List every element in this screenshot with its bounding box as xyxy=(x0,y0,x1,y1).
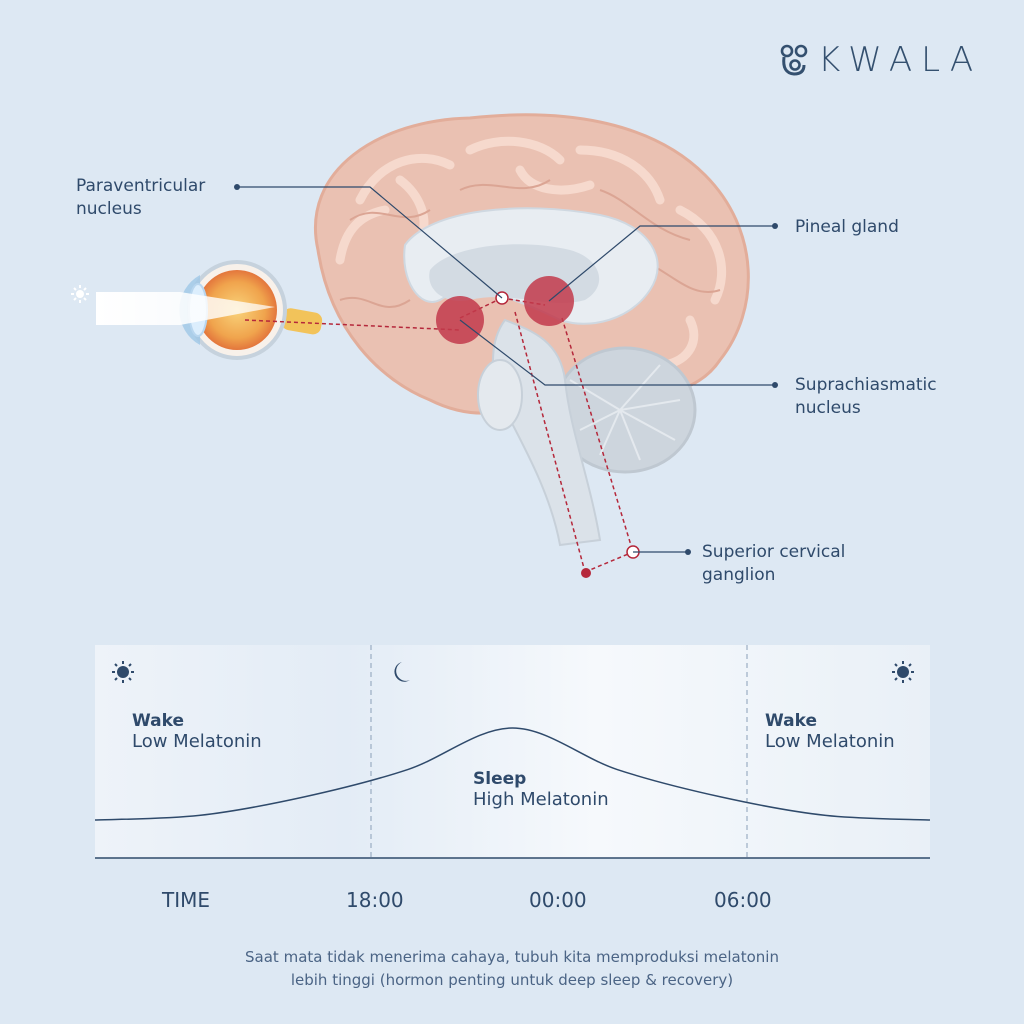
light-beam xyxy=(96,292,275,325)
melatonin-curve xyxy=(94,727,931,821)
label-line: Superior cervical xyxy=(702,542,846,562)
phase-wake-right: Wake Low Melatonin xyxy=(765,711,895,752)
label-line: Paraventricular xyxy=(76,176,206,196)
sun-icon xyxy=(112,661,134,683)
label-cervical: Superior cervical ganglion xyxy=(702,541,845,587)
leader-lines xyxy=(237,186,775,553)
phase-title: Sleep xyxy=(473,769,527,789)
koala-icon xyxy=(780,44,808,76)
caption-line: Saat mata tidak menerima cahaya, tubuh k… xyxy=(245,948,779,966)
sun-icon xyxy=(71,285,89,303)
caption: Saat mata tidak menerima cahaya, tubuh k… xyxy=(150,946,874,992)
phase-title: Wake xyxy=(765,711,817,731)
pons xyxy=(477,359,523,431)
sun-icon xyxy=(892,661,914,683)
moon-icon xyxy=(78,318,84,330)
label-paraventricular: Paraventricular nucleus xyxy=(76,175,205,221)
x-tick-18: 18:00 xyxy=(346,888,404,912)
label-line: nucleus xyxy=(795,398,861,418)
phase-wake-left: Wake Low Melatonin xyxy=(132,711,262,752)
x-tick-00: 00:00 xyxy=(529,888,587,912)
label-line: Suprachiasmatic xyxy=(795,375,937,395)
brain-diagram xyxy=(71,113,778,578)
x-tick-06: 06:00 xyxy=(714,888,772,912)
melatonin-chart-panel xyxy=(95,645,930,858)
label-suprachiasmatic: Suprachiasmatic nucleus xyxy=(795,374,937,420)
melatonin-chart xyxy=(94,645,931,859)
phase-sleep: Sleep High Melatonin xyxy=(473,769,609,810)
x-axis-label: TIME xyxy=(162,888,211,912)
label-line: Pineal gland xyxy=(795,217,899,237)
neural-pathway xyxy=(244,297,634,573)
phase-subtitle: High Melatonin xyxy=(473,789,609,810)
label-line: ganglion xyxy=(702,565,776,585)
brand-name: KWALA xyxy=(818,40,983,80)
brand-logo: KWALA xyxy=(780,40,982,80)
label-line: nucleus xyxy=(76,199,142,219)
phase-subtitle: Low Melatonin xyxy=(765,731,895,752)
spinal-node xyxy=(581,568,591,578)
phase-title: Wake xyxy=(132,711,184,731)
caption-line: lebih tinggi (hormon penting untuk deep … xyxy=(290,971,734,989)
label-pineal: Pineal gland xyxy=(795,216,899,239)
phase-subtitle: Low Melatonin xyxy=(132,731,262,752)
moon-icon xyxy=(394,662,410,682)
